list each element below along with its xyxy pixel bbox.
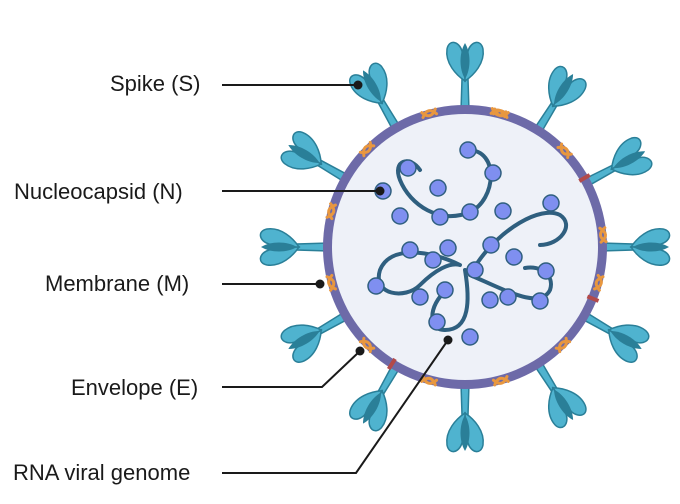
membrane-protein (598, 226, 608, 244)
nucleocapsid-bead (399, 159, 417, 177)
membrane-protein (554, 336, 572, 354)
leader-envelope (222, 350, 361, 388)
spike-protein (582, 136, 653, 188)
nucleocapsid-bead (466, 261, 484, 279)
spike-protein (349, 361, 402, 432)
nucleocapsid-bead (482, 236, 500, 254)
nucleocapsid-bead (537, 262, 555, 280)
membrane-proteins (325, 106, 608, 387)
label-leader-lines (222, 80, 453, 474)
nucleocapsid-bead (531, 292, 549, 310)
nucleocapsid-bead (461, 328, 479, 346)
nucleocapsid-bead (505, 248, 523, 266)
envelope-protein (578, 173, 591, 183)
spike-protein (259, 228, 330, 266)
envelope-proteins (386, 173, 600, 371)
membrane-protein (325, 202, 337, 221)
nucleocapsid-bead (542, 194, 560, 212)
rna-strand (476, 210, 569, 264)
nucleocapsid-bead (431, 208, 449, 226)
rna-genome (367, 141, 569, 346)
spike-protein (532, 359, 587, 429)
rna-strand (430, 268, 470, 333)
nucleocapsid-bead (411, 288, 429, 306)
leader-endpoint-dot (375, 186, 385, 196)
nucleocapsid-bead (401, 241, 419, 259)
spike-protein (446, 41, 484, 112)
nucleocapsid-bead (424, 251, 442, 269)
membrane-protein (491, 107, 510, 119)
nucleocapsid-bead (436, 281, 454, 299)
nucleocapsid-bead (461, 203, 479, 221)
membrane-protein (358, 140, 376, 158)
nucleocapsid-bead (429, 179, 447, 197)
label-envelope: Envelope (E) (71, 375, 199, 400)
spike-proteins (259, 41, 671, 453)
spike-protein (280, 131, 351, 184)
label-rna-genome: RNA viral genome (13, 460, 191, 485)
label-spike: Spike (S) (110, 71, 201, 96)
nucleocapsid-bead (428, 313, 446, 331)
membrane-protein (556, 142, 573, 160)
nucleocapsid-bead (439, 239, 457, 257)
envelope-protein (386, 357, 397, 371)
envelope-protein (586, 294, 600, 303)
leader-endpoint-dot (315, 279, 325, 289)
label-membrane: Membrane (M) (45, 271, 190, 296)
membrane-protein (420, 375, 439, 387)
spike-protein (280, 310, 351, 363)
membrane-protein (358, 336, 376, 354)
nucleocapsid-bead (367, 277, 385, 295)
nucleocapsid-bead (459, 141, 477, 159)
leader-endpoint-dot (353, 80, 363, 90)
nucleocapsid-bead (484, 164, 502, 182)
membrane-protein (593, 273, 605, 292)
nucleocapsid-bead (481, 291, 499, 309)
nucleocapsid-bead (391, 207, 409, 225)
nucleocapsid-bead (494, 202, 512, 220)
leader-endpoint-dot (355, 346, 365, 356)
membrane-protein (420, 107, 439, 119)
membrane-protein (491, 375, 510, 387)
label-nucleocapsid: Nucleocapsid (N) (14, 179, 183, 204)
spike-protein (600, 228, 671, 266)
leader-endpoint-dot (443, 335, 453, 345)
leader-rna-genome (222, 339, 449, 474)
spike-protein (579, 310, 650, 363)
membrane-protein (325, 273, 337, 292)
nucleocapsid-bead (499, 288, 517, 306)
spike-protein (446, 382, 484, 453)
